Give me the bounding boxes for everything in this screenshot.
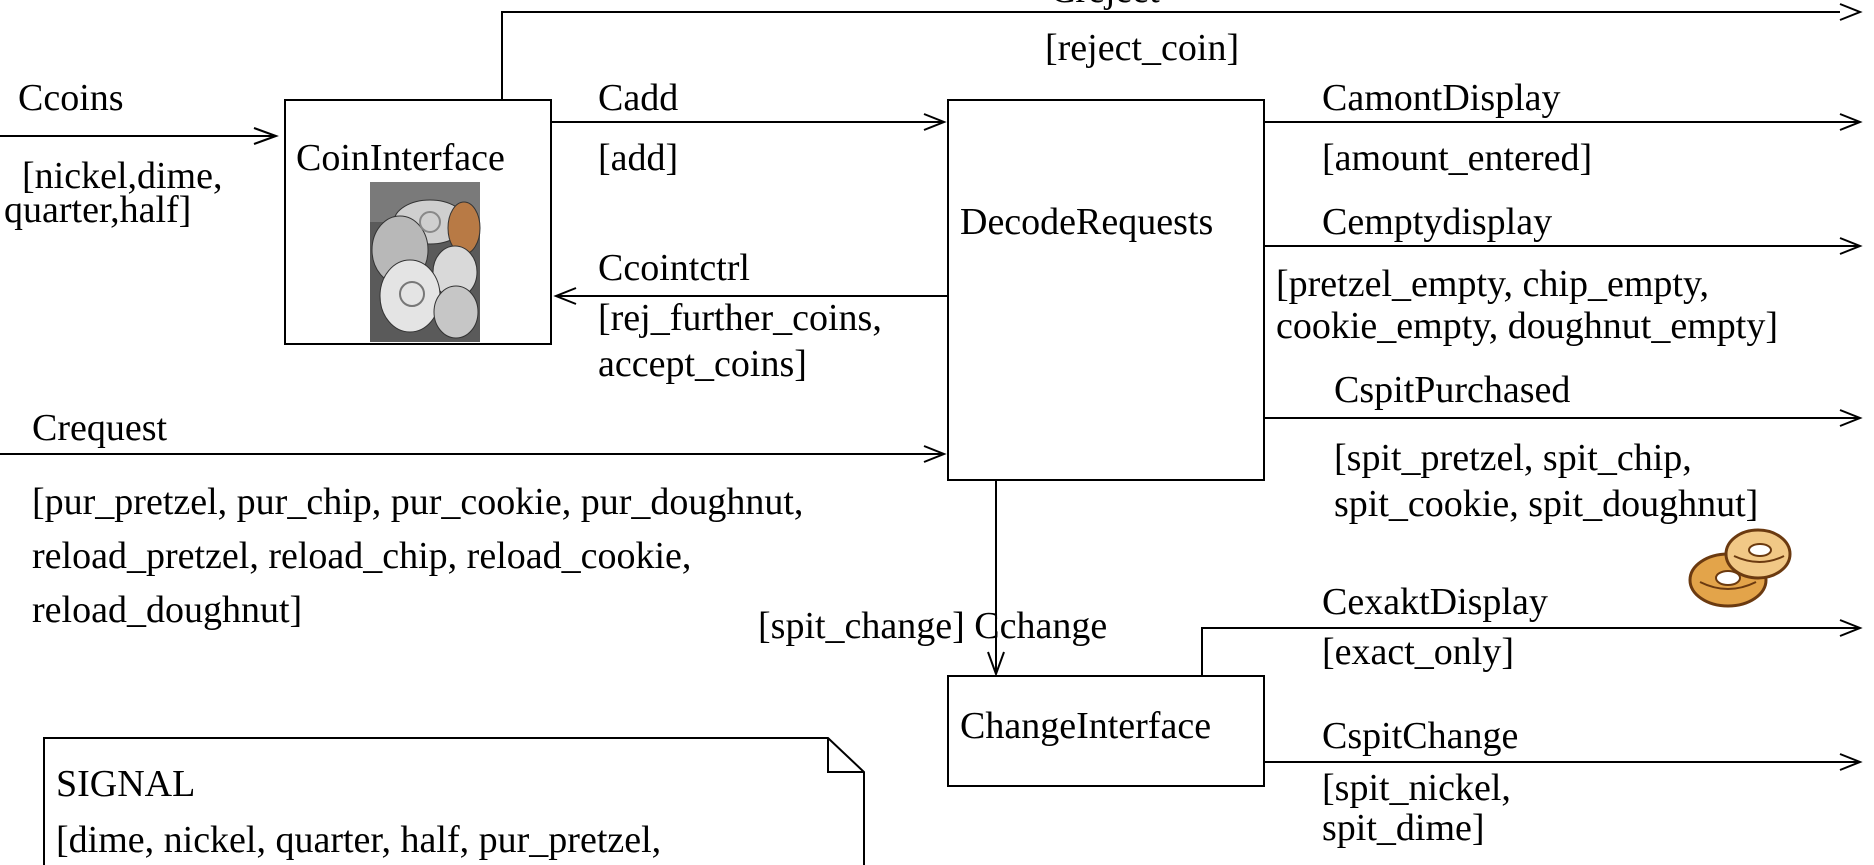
signal-declaration-note: SIGNAL [dime, nickel, quarter, half, pur…: [43, 737, 865, 865]
channel-cadd: Cadd [add]: [551, 77, 947, 179]
channel-ccoins-signals-1: [nickel,dime,: [22, 155, 222, 197]
channel-cspitchange-signals-1: [spit_nickel,: [1322, 767, 1511, 809]
channel-cspitpur-name: CspitPurchased: [1334, 369, 1570, 411]
channel-cspitpur-signals-1: [spit_pretzel, spit_chip,: [1334, 437, 1692, 479]
channel-cchange-label: [spit_change] Cchange: [758, 605, 1107, 647]
block-change-interface: ChangeInterface: [947, 675, 1265, 787]
channel-cspitchange-signals-2: spit_dime]: [1322, 807, 1485, 849]
channel-cadd-signals: [add]: [598, 137, 678, 179]
channel-cempty-signals-1: [pretzel_empty, chip_empty,: [1276, 263, 1709, 305]
channel-ccoins: Ccoins [nickel,dime, quarter,half]: [0, 77, 279, 231]
doughnuts-clipart-icon: [1688, 528, 1792, 608]
channel-cspitpur: CspitPurchased [spit_pretzel, spit_chip,…: [1264, 369, 1863, 525]
channel-ccointctrl-signals-2: accept_coins]: [598, 343, 807, 385]
channel-crej-name: Crejeet: [1050, 0, 1160, 11]
channel-camont-signals: [amount_entered]: [1322, 137, 1592, 179]
channel-cexakt: CexaktDisplay [exact_only]: [1201, 581, 1863, 676]
block-change-interface-label: ChangeInterface: [960, 705, 1211, 747]
channel-cspitpur-signals-2: spit_cookie, spit_doughnut]: [1334, 483, 1758, 525]
channel-cexakt-name: CexaktDisplay: [1322, 581, 1548, 623]
channel-cempty-signals-2: cookie_empty, doughnut_empty]: [1276, 305, 1778, 347]
block-coin-interface-label: CoinInterface: [296, 137, 505, 179]
channel-crequest-signals-2: reload_pretzel, reload_chip, reload_cook…: [32, 535, 691, 577]
channel-ccoins-name: Ccoins: [18, 77, 124, 119]
channel-cempty-name: Cemptydisplay: [1322, 201, 1552, 243]
block-coin-interface: CoinInterface: [284, 99, 552, 345]
block-decode-requests: DecodeRequests: [947, 99, 1265, 481]
channel-ccointctrl: Ccointctrl [rej_further_coins, accept_co…: [553, 247, 948, 385]
channel-crej: Crejeet [reject_coin]: [501, 0, 1863, 100]
signal-note-line1: [dime, nickel, quarter, half, pur_pretze…: [56, 819, 661, 861]
channel-ccointctrl-name: Ccointctrl: [598, 247, 750, 289]
channel-cempty: Cemptydisplay [pretzel_empty, chip_empty…: [1264, 201, 1863, 347]
coins-photo-icon: [370, 182, 481, 342]
channel-crequest-signals-3: reload_doughnut]: [32, 589, 302, 631]
signal-note-title: SIGNAL: [56, 763, 195, 805]
channel-cspitchange-name: CspitChange: [1322, 715, 1518, 757]
channel-crej-signals: [reject_coin]: [1045, 27, 1239, 69]
channel-ccointctrl-signals-1: [rej_further_coins,: [598, 297, 882, 339]
channel-cadd-name: Cadd: [598, 77, 678, 119]
channel-crequest: Crequest [pur_pretzel, pur_chip, pur_coo…: [0, 407, 947, 631]
channel-crequest-signals-1: [pur_pretzel, pur_chip, pur_cookie, pur_…: [32, 481, 803, 523]
channel-crequest-name: Crequest: [32, 407, 168, 449]
channel-cchange: [spit_change] Cchange: [758, 480, 1107, 677]
channel-cspitchange: CspitChange [spit_nickel, spit_dime]: [1264, 715, 1863, 849]
channel-cexakt-signals: [exact_only]: [1322, 631, 1514, 673]
channel-ccoins-signals-2: quarter,half]: [4, 189, 191, 231]
channel-camont-name: CamontDisplay: [1322, 77, 1561, 119]
channel-camont: CamontDisplay [amount_entered]: [1264, 77, 1863, 179]
block-decode-requests-label: DecodeRequests: [960, 201, 1213, 243]
